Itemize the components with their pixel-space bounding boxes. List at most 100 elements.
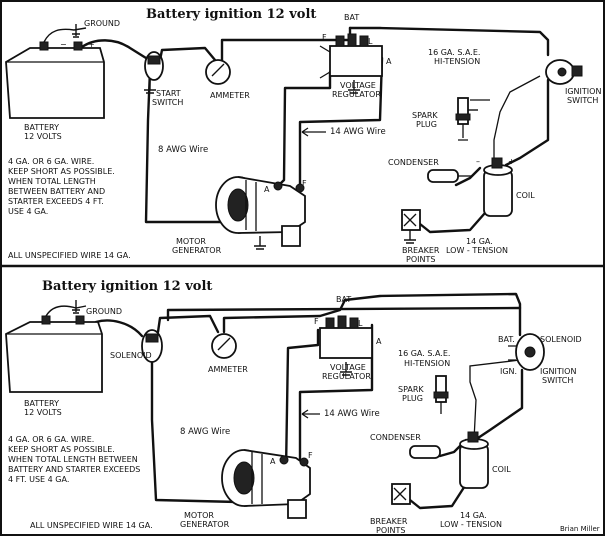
top-start-switch-label: SWITCH: [152, 98, 183, 107]
top-ground-label: GROUND: [84, 19, 120, 28]
bottom-16ga-label: 16 GA. S.A.E.: [398, 349, 450, 358]
bottom-ign-label: IGN.: [500, 367, 517, 376]
top-ammeter-label: AMMETER: [210, 91, 250, 100]
top-breaker-label: BREAKER: [402, 246, 440, 255]
top-coil: [483, 157, 513, 217]
bottom-f-label: F: [314, 317, 319, 326]
bottom-spark-plug: [433, 375, 449, 414]
svg-text:+: +: [88, 40, 95, 49]
top-f-label: F: [322, 33, 327, 42]
bottom-ign-bat-label: BAT.: [498, 335, 515, 344]
top-breaker-points: [401, 209, 421, 244]
bottom-breaker-points: [391, 483, 411, 505]
svg-text:−: −: [60, 40, 67, 49]
top-bat-label: BAT: [344, 13, 359, 22]
bottom-coil: [459, 431, 489, 489]
bottom-l-label: L: [358, 319, 363, 328]
top-voltage-regulator: [319, 33, 383, 94]
bottom-note-line2: KEEP SHORT AS POSSIBLE.: [8, 445, 115, 454]
top-condenser: [427, 169, 472, 183]
bottom-spark-label: SPARK: [398, 385, 424, 394]
top-hitension-label: HI-TENSION: [434, 57, 480, 66]
bottom-coil-label: COIL: [492, 465, 511, 474]
top-plug-label: PLUG: [416, 120, 437, 129]
top-unspecified-note: ALL UNSPECIFIED WIRE 14 GA.: [8, 251, 131, 260]
top-motor-generator: [215, 176, 306, 250]
top-14ga-label: 14 GA.: [466, 237, 493, 246]
bottom-breaker-label: BREAKER: [370, 517, 408, 526]
bottom-bat-label: BAT: [336, 295, 351, 304]
top-panel: Battery ignition 12 volt: [5, 7, 601, 264]
top-start-switch: [144, 51, 164, 94]
top-spark-plug: [455, 97, 478, 141]
bottom-note-line4: BATTERY AND STARTER EXCEEDS: [8, 465, 140, 474]
top-note-line4: BETWEEN BATTERY AND: [8, 187, 105, 196]
bottom-gen-f-label: F: [308, 451, 313, 460]
top-note-line3: WHEN TOTAL LENGTH: [8, 177, 96, 186]
bottom-ignition-label: IGNITION: [540, 367, 576, 376]
bottom-condenser: [409, 445, 441, 459]
bottom-title: Battery ignition 12 volt: [42, 279, 212, 294]
bottom-gen-a-label: A: [270, 457, 276, 466]
top-14awg-label: 14 AWG Wire: [330, 127, 386, 137]
bottom-switch-label: SWITCH: [542, 376, 573, 385]
top-gen-a-label: A: [264, 185, 270, 194]
bottom-right-solenoid-label: SOLENOID: [540, 335, 582, 344]
bottom-regulator-label: REGULATOR: [322, 372, 371, 381]
top-battery: − +: [5, 40, 105, 119]
bottom-lowtension-label: LOW - TENSION: [440, 520, 502, 529]
top-regulator-label: REGULATOR: [332, 90, 381, 99]
top-points-label: POINTS: [406, 255, 435, 264]
bottom-ammeter-label: AMMETER: [208, 365, 248, 374]
bottom-battery-label: BATTERY: [24, 399, 59, 408]
bottom-unspecified-note: ALL UNSPECIFIED WIRE 14 GA.: [30, 521, 153, 530]
top-gen-f-label: F: [302, 179, 307, 188]
credit-text: Brian Miller: [560, 525, 600, 533]
bottom-ground-label: GROUND: [86, 307, 122, 316]
bottom-left-solenoid: [141, 329, 163, 370]
top-generator-label: GENERATOR: [172, 246, 222, 255]
bottom-note-line3: WHEN TOTAL LENGTH BETWEEN: [8, 455, 138, 464]
top-coil-plus: +: [508, 157, 515, 166]
bottom-hitension-label: HI-TENSION: [404, 359, 450, 368]
top-ammeter: [205, 59, 231, 85]
top-16ga-label: 16 GA. S.A.E.: [428, 48, 480, 57]
top-8awg-label: 8 AWG Wire: [158, 145, 208, 155]
top-battery-label: BATTERY: [24, 123, 59, 132]
bottom-ammeter: [211, 333, 237, 359]
top-lowtension-label: LOW - TENSION: [446, 246, 508, 255]
bottom-note-line1: 4 GA. OR 6 GA. WIRE.: [8, 435, 94, 444]
bottom-voltage-label: VOLTAGE: [330, 363, 366, 372]
top-condenser-label: CONDENSER: [388, 158, 439, 167]
top-voltage-label: VOLTAGE: [340, 81, 376, 90]
top-l-label: L: [368, 37, 373, 46]
top-ignition-switch: [545, 59, 583, 85]
bottom-12volts-label: 12 VOLTS: [24, 408, 62, 417]
top-note-line6: USE 4 GA.: [8, 207, 48, 216]
bottom-motor-generator: [221, 449, 311, 519]
bottom-battery: [5, 315, 103, 393]
top-note-line5: STARTER EXCEEDS 4 FT.: [8, 197, 104, 206]
top-note-line2: KEEP SHORT AS POSSIBLE.: [8, 167, 115, 176]
bottom-14awg-label: 14 AWG Wire: [324, 409, 380, 419]
bottom-motor-label: MOTOR: [184, 511, 214, 520]
bottom-voltage-regulator: [319, 315, 373, 376]
bottom-ignition-switch: [508, 333, 545, 371]
bottom-ground: GROUND: [45, 300, 122, 317]
top-coil-label: COIL: [516, 191, 535, 200]
top-spark-label: SPARK: [412, 111, 438, 120]
bottom-a-label: A: [376, 337, 382, 346]
top-start-label: START: [156, 89, 181, 98]
top-ground: GROUND: [43, 19, 120, 43]
bottom-points-label: POINTS: [376, 526, 405, 535]
bottom-8awg-label: 8 AWG Wire: [180, 427, 230, 437]
top-motor-label: MOTOR: [176, 237, 206, 246]
top-coil-minus: –: [476, 157, 480, 166]
bottom-note-line5: 4 FT. USE 4 GA.: [8, 475, 69, 484]
top-12volts-label: 12 VOLTS: [24, 132, 62, 141]
top-note-line1: 4 GA. OR 6 GA. WIRE.: [8, 157, 94, 166]
bottom-plug-label: PLUG: [402, 394, 423, 403]
top-title: Battery ignition 12 volt: [146, 7, 316, 22]
